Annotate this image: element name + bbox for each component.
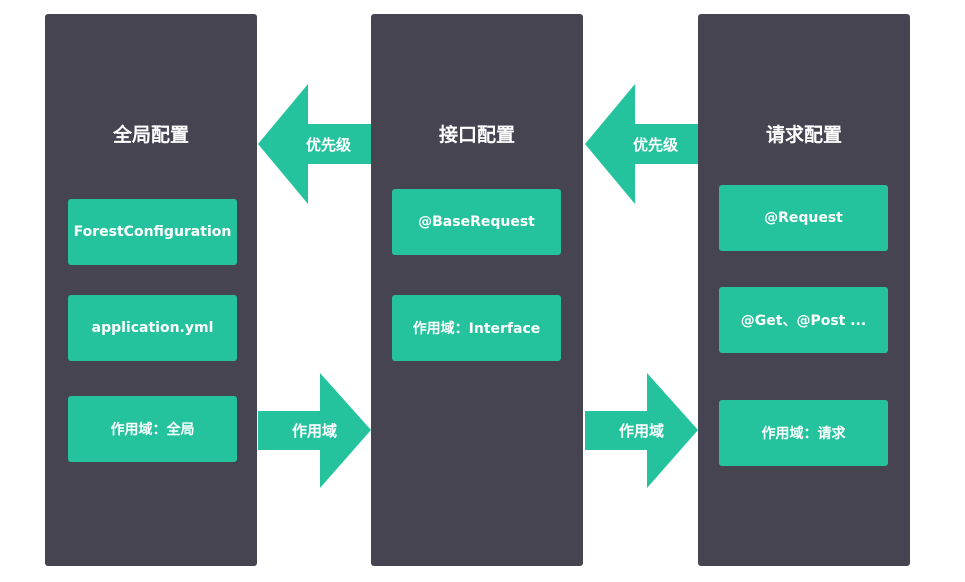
request-annotation-box: @Request [719, 185, 888, 251]
interface-scope-box: 作用域：Interface [392, 295, 561, 361]
priority-arrow-left-1: 优先级 [258, 84, 371, 204]
global-config-column: 全局配置 ForestConfiguration application.yml… [45, 14, 257, 566]
global-scope-box: 作用域：全局 [68, 396, 237, 462]
scope-label-2: 作用域 [618, 422, 664, 440]
priority-arrow-left-2: 优先级 [585, 84, 698, 204]
right-arrow-icon [258, 373, 371, 488]
left-arrow-icon [585, 84, 698, 204]
scope-arrow-right-1: 作用域 [258, 373, 371, 493]
priority-label-2: 优先级 [632, 135, 678, 154]
scope-arrow-right-2: 作用域 [585, 373, 698, 493]
priority-label-1: 优先级 [305, 135, 351, 154]
application-yml-box: application.yml [68, 295, 237, 361]
global-config-title: 全局配置 [112, 124, 189, 146]
interface-config-column: 接口配置 @BaseRequest 作用域：Interface [371, 14, 583, 566]
request-scope-box: 作用域：请求 [719, 400, 888, 466]
scope-label-1: 作用域 [291, 422, 337, 440]
left-arrow-icon [258, 84, 371, 204]
forest-configuration-box: ForestConfiguration [68, 199, 237, 265]
interface-config-title: 接口配置 [438, 124, 515, 146]
request-config-column: 请求配置 @Request @Get、@Post ... 作用域：请求 [698, 14, 910, 566]
right-arrow-icon [585, 373, 698, 488]
get-post-annotation-box: @Get、@Post ... [719, 287, 888, 353]
request-config-title: 请求配置 [765, 124, 842, 146]
base-request-box: @BaseRequest [392, 189, 561, 255]
